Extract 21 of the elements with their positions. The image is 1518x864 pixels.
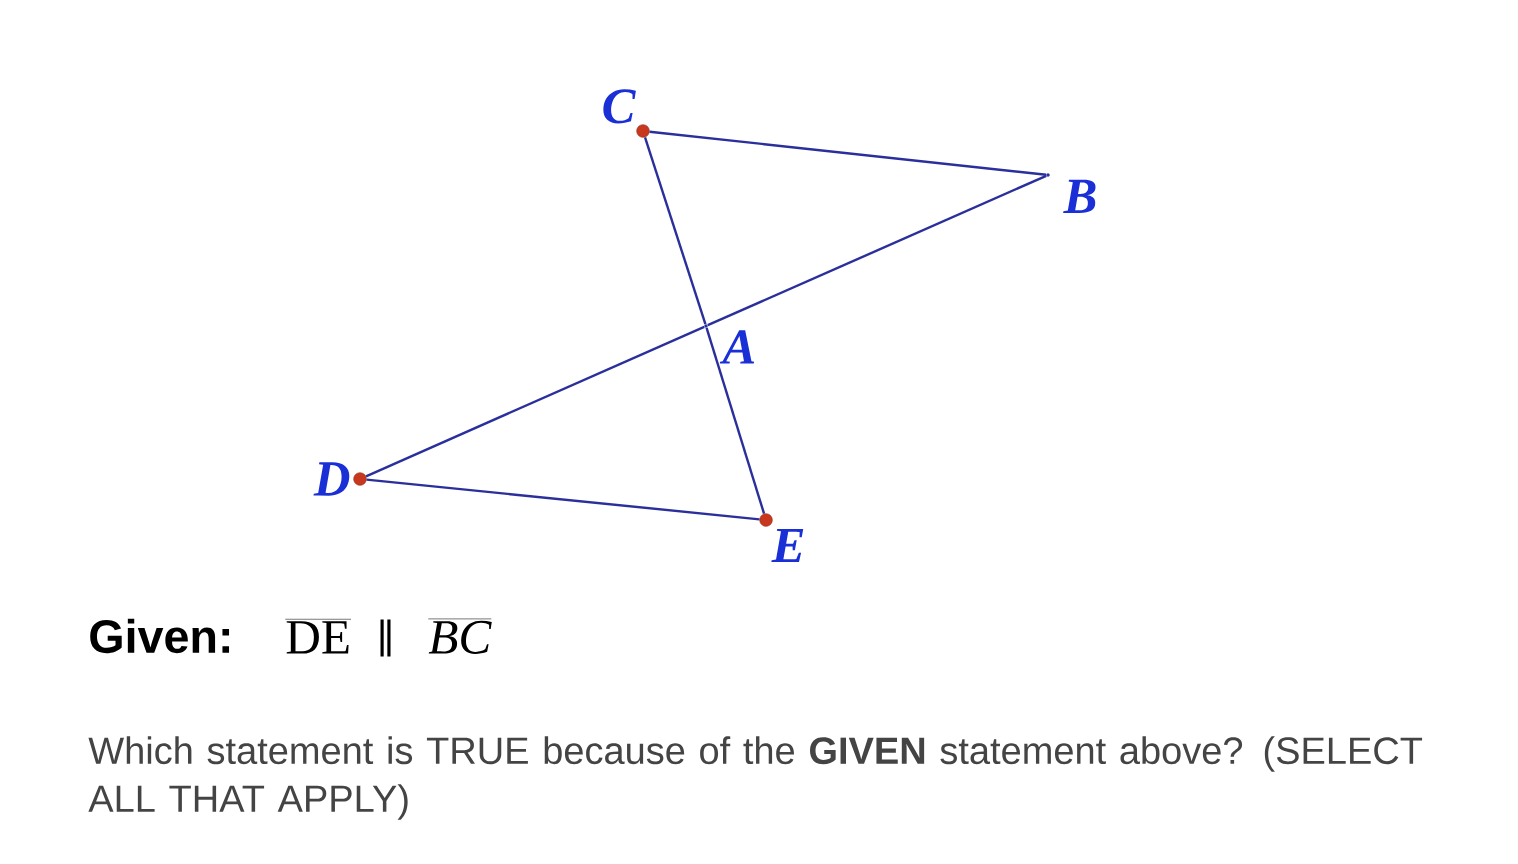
parallel-sign: ∥ — [380, 619, 391, 657]
line-segment — [366, 478, 760, 521]
node-label: D — [313, 462, 350, 496]
point: C — [603, 89, 650, 138]
point: D — [313, 462, 367, 496]
line-segment — [705, 327, 766, 515]
segment-name: BC — [428, 618, 492, 654]
line-segment — [707, 174, 1047, 327]
node-label: B — [1063, 179, 1096, 214]
line-segment — [649, 130, 1047, 176]
point: A — [704, 324, 755, 364]
line-segment — [643, 136, 707, 325]
question-text: Which statement is TRUE because of the GIVEN statement above? (SELECT ALL THAT APPLY) — [88, 736, 1423, 820]
segment-name: DE — [285, 619, 352, 654]
line-segment — [365, 325, 705, 478]
given-label: Given: — [90, 618, 230, 654]
node-label: C — [603, 89, 636, 124]
point: E — [759, 513, 804, 563]
node-label: A — [719, 330, 755, 364]
node-label: E — [771, 528, 804, 563]
point: B — [1046, 173, 1096, 214]
